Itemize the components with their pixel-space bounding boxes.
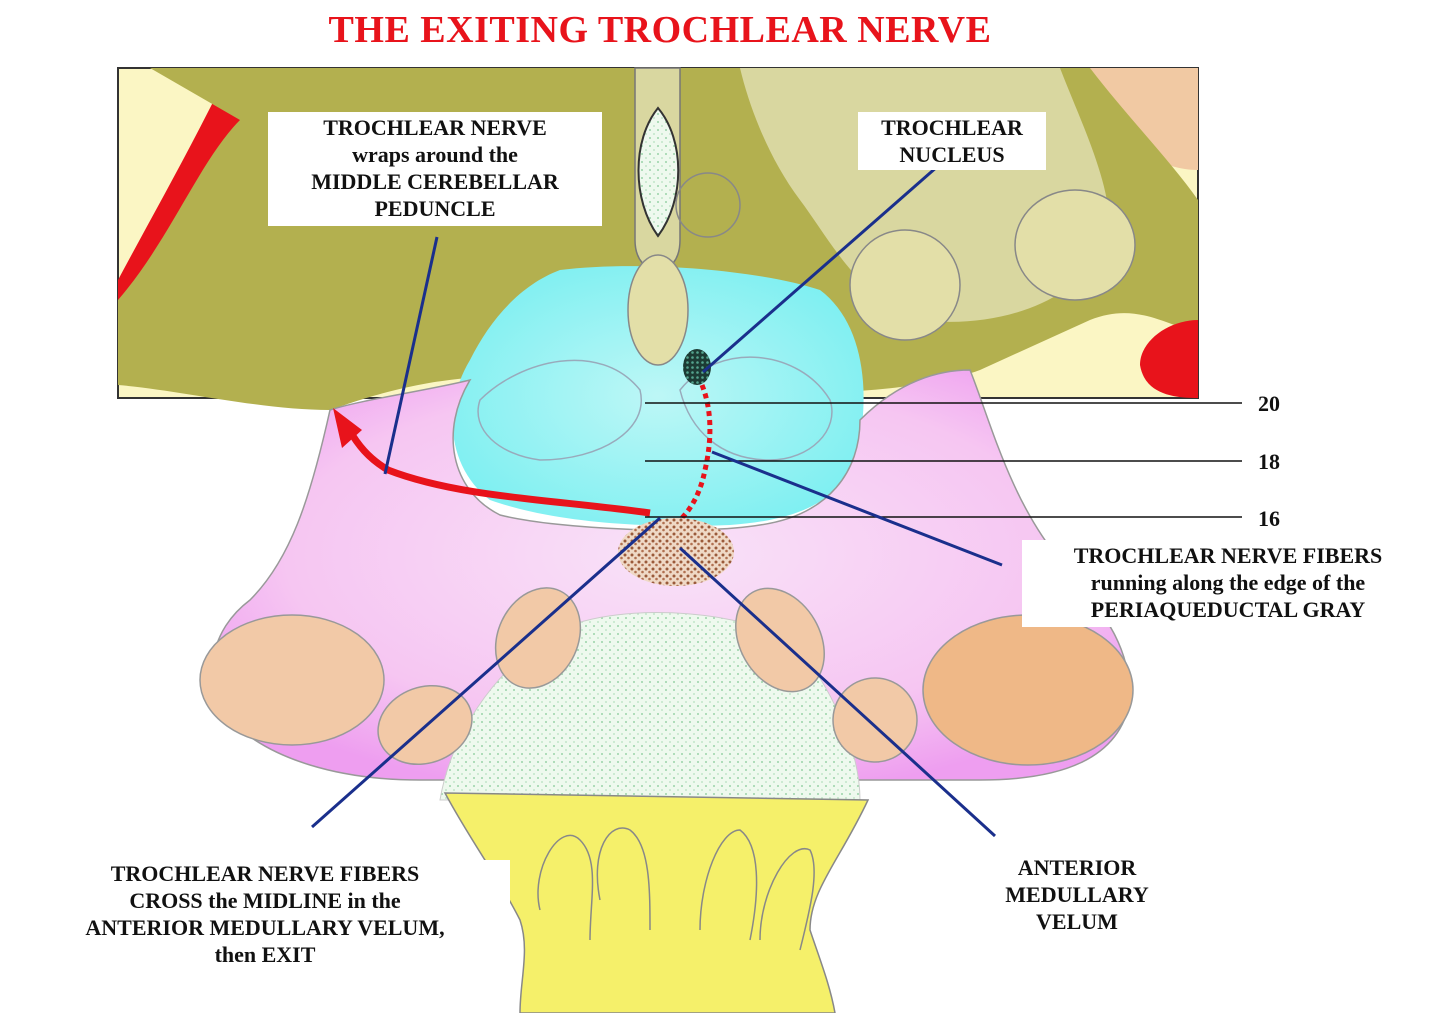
leader-line-nucleus: [702, 164, 939, 374]
label-trochlear-nucleus: TROCHLEAR NUCLEUS: [858, 112, 1046, 170]
level-number-16: 16: [1258, 506, 1280, 531]
periaqueductal-outline-right: [679, 356, 833, 461]
label-line: PERIAQUEDUCTAL GRAY: [1090, 597, 1366, 622]
right-round-structure-1: [849, 229, 961, 341]
label-anterior-medullary-velum: ANTERIOR MEDULLARY VELUM: [962, 854, 1192, 935]
label-trochlear-wraps-peduncle: TROCHLEAR NERVE wraps around the MIDDLE …: [268, 112, 602, 226]
periaqueductal-outline-left: [477, 359, 643, 461]
label-line: ANTERIOR: [1017, 855, 1137, 880]
leader-line-fibers-cross: [311, 516, 661, 829]
peach-oval-left-mid: [494, 587, 582, 689]
level-number-18: 18: [1258, 449, 1280, 474]
leader-line-peduncle: [383, 236, 439, 475]
level-number-20: 20: [1258, 391, 1280, 416]
peach-oval-right-large: [922, 614, 1134, 766]
label-line: MEDULLARY: [1005, 882, 1149, 907]
label-line: TROCHLEAR NERVE FIBERS: [1073, 543, 1383, 568]
cerebral-aqueduct: [637, 106, 680, 238]
label-line: NUCLEUS: [899, 142, 1005, 167]
small-round-structure: [675, 172, 741, 238]
cerebellum-folia: [537, 827, 815, 951]
leader-line-fibers-edge: [711, 450, 1003, 567]
label-line: VELUM: [1036, 909, 1118, 934]
label-line: running along the edge of the: [1090, 570, 1366, 595]
label-fibers-along-pag: TROCHLEAR NERVE FIBERS running along the…: [1022, 540, 1434, 627]
label-line: ANTERIOR MEDULLARY VELUM,: [85, 915, 445, 940]
right-round-structure-2: [1014, 189, 1136, 301]
label-line: TROCHLEAR: [881, 115, 1023, 140]
nerve-arrowhead: [333, 408, 362, 448]
label-line: CROSS the MIDLINE in the: [129, 888, 401, 913]
label-line: MIDDLE CEREBELLAR: [311, 169, 559, 194]
label-fibers-cross-midline: TROCHLEAR NERVE FIBERS CROSS the MIDLINE…: [20, 860, 510, 968]
peach-oval-right-lower: [832, 677, 918, 763]
trochlear-nucleus: [683, 349, 711, 385]
leader-line-velum: [678, 546, 997, 838]
label-line: wraps around the: [352, 142, 518, 167]
exiting-trochlear-nerve: [344, 426, 651, 517]
midline-lower-oval: [627, 254, 689, 366]
label-line: PEDUNCLE: [374, 196, 496, 221]
label-line: TROCHLEAR NERVE FIBERS: [110, 861, 420, 886]
label-line: TROCHLEAR NERVE: [323, 115, 547, 140]
peach-oval-left-large: [199, 614, 385, 746]
trochlear-fibers-dashed: [678, 384, 713, 522]
right-red-vessel: [1140, 320, 1198, 398]
medullary-velum-decussation: [618, 518, 734, 586]
diagram-title: THE EXITING TROCHLEAR NERVE: [328, 9, 992, 51]
label-line: then EXIT: [214, 942, 316, 967]
